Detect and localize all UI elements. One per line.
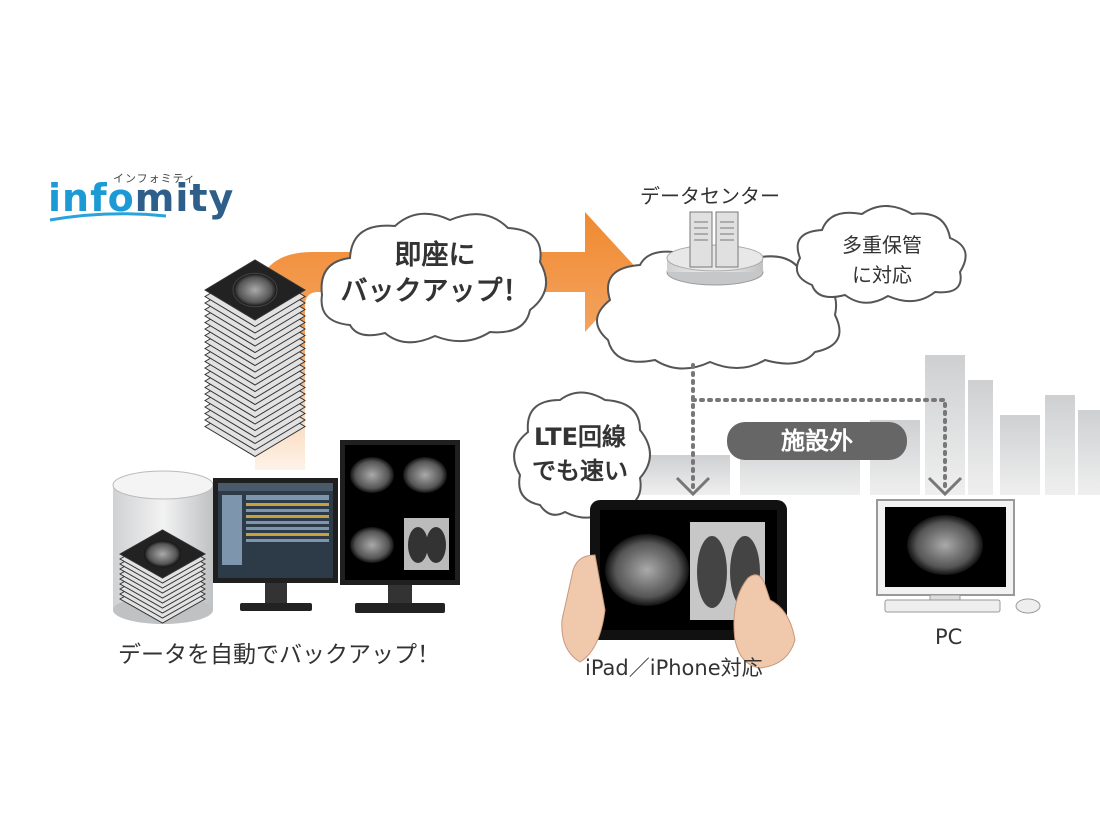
logo-swoosh <box>49 212 167 222</box>
backup-cloud-line1: 即座に <box>394 240 476 271</box>
multi-storage-line2: に対応 <box>852 263 912 287</box>
image-stack-upper <box>204 259 306 458</box>
tablet-caption: iPad／iPhone対応 <box>585 656 763 680</box>
lte-cloud <box>513 391 651 519</box>
multi-storage-line1: 多重保管 <box>842 233 922 257</box>
connector-arrowheads <box>675 476 963 497</box>
multi-storage-cloud <box>796 205 967 304</box>
ct-scan-thumbnail <box>143 540 182 568</box>
logo-text-mity: mity <box>134 176 235 220</box>
lte-cloud-text: LTE回線 でも速い <box>525 420 635 488</box>
workstation-monitor-left <box>213 478 338 611</box>
lte-line1: LTE回線 <box>533 423 627 451</box>
hands <box>561 554 796 669</box>
multi-storage-text: 多重保管 に対応 <box>822 230 942 290</box>
image-stack-lower <box>118 529 207 624</box>
dotted-connectors <box>691 363 947 492</box>
backup-cloud <box>320 212 548 344</box>
backup-cloud-text: 即座に バックアップ！ <box>335 238 535 310</box>
lte-line2: でも速い <box>532 457 628 485</box>
logo-ruby: インフォミティ <box>113 172 197 185</box>
pc-caption: PC <box>935 625 963 649</box>
backup-cloud-line2: バックアップ！ <box>340 276 530 307</box>
datacenter-title: データセンター <box>640 184 780 208</box>
pc-monitor <box>876 499 1041 614</box>
outside-facility-badge: 施設外 <box>727 422 907 460</box>
server-icon <box>666 211 764 286</box>
workstation-monitor-right <box>340 440 460 613</box>
local-backup-caption: データを自動でバックアップ！ <box>118 642 440 668</box>
ct-scan-thumbnail <box>232 272 278 308</box>
